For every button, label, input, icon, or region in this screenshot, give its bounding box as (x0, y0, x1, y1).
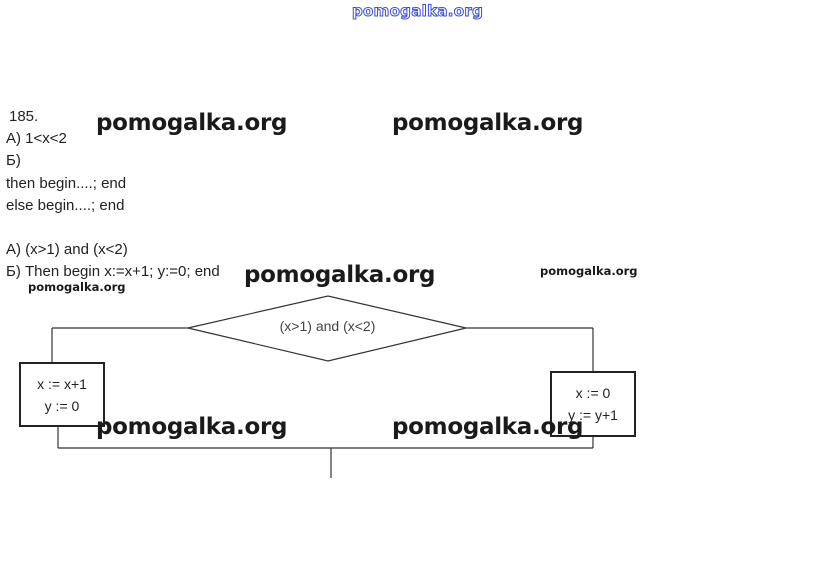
watermark-bottom-right: pomogalka.org (392, 414, 584, 440)
answer-a-condition: А) (x>1) and (x<2) (6, 241, 128, 258)
right-branch-box: x := 0 y := y+1 (550, 371, 636, 437)
left-branch-box: x := x+1 y := 0 (19, 362, 105, 427)
answer-b-line: Б) (6, 152, 21, 169)
code-else-line: else begin....; end (6, 197, 125, 214)
code-then-line: then begin....; end (6, 175, 127, 192)
right-box-line1: x := 0 (575, 385, 611, 401)
watermark-small-right: pomogalka.org (540, 264, 638, 278)
watermark-top-left: pomogalka.org (96, 110, 288, 136)
answer-b-code: Б) Then begin x:=x+1; y:=0; end (6, 263, 220, 280)
watermark-bottom-left: pomogalka.org (96, 414, 288, 440)
watermark-small-left: pomogalka.org (28, 280, 126, 294)
right-box-line2: y := y+1 (568, 407, 618, 423)
watermark-middle: pomogalka.org (244, 262, 436, 288)
answer-a-line: А) 1<x<2 (6, 130, 67, 147)
condition-label: (x>1) and (x<2) (279, 318, 376, 334)
left-box-line1: x := x+1 (37, 375, 87, 392)
left-box-line2: y := 0 (44, 397, 80, 414)
site-logo[interactable]: pomogalka.org (351, 2, 484, 21)
watermark-top-right: pomogalka.org (392, 110, 584, 136)
problem-number: 185. (9, 108, 39, 125)
